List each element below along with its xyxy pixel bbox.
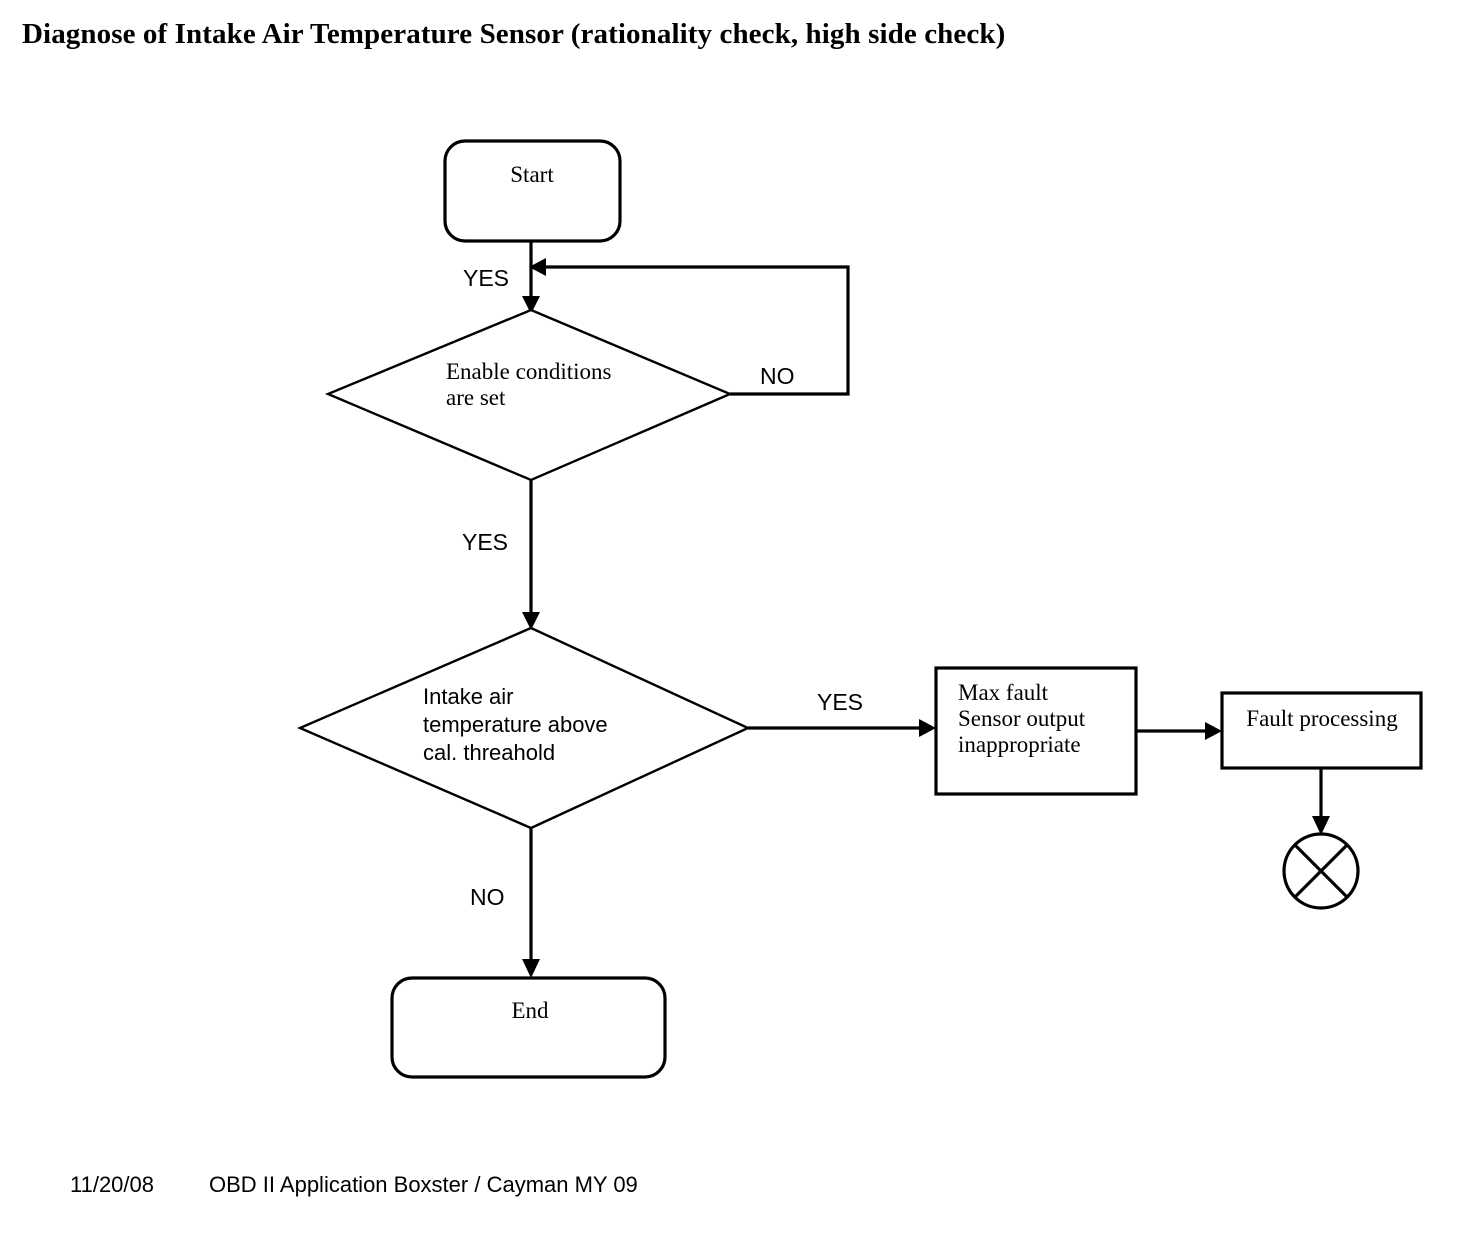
node-enable-conditions-label-line1: Enable conditions xyxy=(446,359,611,384)
node-max-fault-label-line1: Max fault xyxy=(958,680,1049,705)
node-fault-processing-label: Fault processing xyxy=(1246,706,1398,731)
edge-enable-no-loopback xyxy=(529,258,850,396)
arrowhead-loopback-left xyxy=(529,258,546,276)
branch-label-no-bottom: NO xyxy=(470,884,505,910)
footer-date: 11/20/08 xyxy=(70,1172,155,1197)
footer-document-reference: OBD II Application Boxster / Cayman MY 0… xyxy=(209,1172,638,1197)
edge-faultprocessing-to-terminator xyxy=(1312,768,1330,835)
edge-maxfault-to-faultprocessing xyxy=(1136,722,1222,740)
arrowhead-into-max-fault xyxy=(919,719,936,737)
footer: 11/20/08 OBD II Application Boxster / Ca… xyxy=(0,1172,1472,1212)
arrowhead-into-end-box xyxy=(522,959,540,978)
branch-label-yes-right: YES xyxy=(817,689,863,715)
node-enable-conditions-label-line2: are set xyxy=(446,385,506,410)
node-end[interactable]: End xyxy=(390,976,667,1079)
arrowhead-into-terminator xyxy=(1312,816,1330,835)
edge-intake-yes-to-maxfault xyxy=(748,719,936,737)
node-circle-cross-terminator[interactable] xyxy=(1282,832,1360,910)
branch-label-yes-middle: YES xyxy=(462,529,508,555)
page-title: Diagnose of Intake Air Temperature Senso… xyxy=(22,18,1006,50)
edge-intake-no-to-end xyxy=(522,828,540,978)
branch-label-no-loop: NO xyxy=(760,363,795,389)
node-intake-air-temp-label-line3: cal. threahold xyxy=(423,740,555,765)
node-enable-conditions[interactable]: Enable conditions are set xyxy=(324,308,734,482)
node-fault-processing[interactable]: Fault processing xyxy=(1220,691,1423,770)
branch-label-yes-top: YES xyxy=(463,265,509,291)
edge-start-to-enable xyxy=(522,241,540,314)
node-intake-air-temp-label-line2: temperature above xyxy=(423,712,608,737)
edge-enable-yes-to-intake xyxy=(522,480,540,630)
node-intake-air-temp[interactable]: Intake air temperature above cal. threah… xyxy=(296,626,751,830)
node-max-fault[interactable]: Max fault Sensor output inappropriate xyxy=(934,666,1138,796)
node-intake-air-temp-label-line1: Intake air xyxy=(423,684,514,709)
node-max-fault-label-line2: Sensor output xyxy=(958,706,1086,731)
arrowhead-into-enable-diamond xyxy=(522,296,540,314)
cross-icon-stroke-b xyxy=(1293,843,1349,899)
node-max-fault-label-line3: inappropriate xyxy=(958,732,1081,757)
node-start-label: Start xyxy=(510,162,554,187)
node-start[interactable]: Start xyxy=(443,139,622,243)
arrowhead-into-intake-diamond xyxy=(522,612,540,630)
node-end-label: End xyxy=(511,998,549,1023)
arrowhead-into-fault-processing xyxy=(1205,722,1222,740)
